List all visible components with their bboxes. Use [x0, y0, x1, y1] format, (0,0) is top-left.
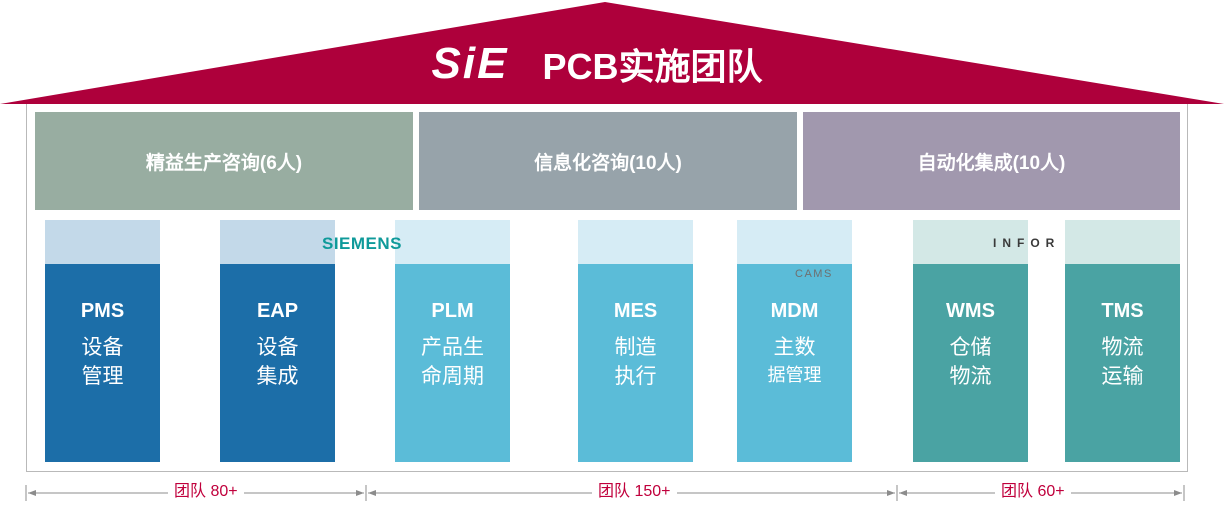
column-body: TMS 物流 运输	[1065, 264, 1180, 462]
system-code: PLM	[431, 300, 474, 322]
column-cap	[1065, 220, 1180, 264]
system-tms: TMS 物流 运输	[1065, 220, 1180, 462]
system-wms: WMS 仓储 物流	[913, 220, 1028, 462]
team-size-it: 团队 150+	[592, 480, 677, 504]
system-code: TMS	[1101, 300, 1144, 322]
system-pms: PMS 设备 管理	[45, 220, 160, 462]
column-cap	[578, 220, 693, 264]
system-desc: 设备 管理	[81, 336, 124, 388]
category-label: 信息化咨询(10人)	[534, 152, 682, 174]
system-code: MES	[613, 300, 658, 322]
team-span-arrows	[25, 485, 1185, 501]
system-desc: 设备 集成	[256, 336, 299, 388]
category-it-consulting: 信息化咨询(10人)	[419, 112, 797, 210]
header-title: SiE PCB实施团队	[0, 36, 1224, 92]
column-cap	[913, 220, 1028, 264]
system-code: MDM	[770, 300, 819, 322]
system-desc: 制造 执行	[614, 336, 657, 388]
system-code: PMS	[80, 300, 125, 322]
house-frame	[26, 104, 1188, 472]
column-cap	[395, 220, 510, 264]
system-code: WMS	[946, 300, 995, 322]
column-body: PLM 产品生 命周期	[395, 264, 510, 462]
system-desc: 产品生 命周期	[421, 336, 484, 388]
column-cap	[45, 220, 160, 264]
column-body: WMS 仓储 物流	[913, 264, 1028, 462]
team-size-automation: 团队 60+	[995, 480, 1071, 504]
category-label: 精益生产咨询(6人)	[145, 152, 303, 174]
column-cap	[220, 220, 335, 264]
column-body: PMS 设备 管理	[45, 264, 160, 462]
system-code: EAP	[256, 300, 299, 322]
column-body: EAP 设备 集成	[220, 264, 335, 462]
page-title: PCB实施团队	[542, 46, 763, 87]
roof	[0, 2, 1224, 104]
cams-logo: CAMS	[795, 268, 833, 280]
category-lean-consulting: 精益生产咨询(6人)	[35, 112, 413, 210]
column-body: MDM 主数 据管理	[737, 264, 852, 462]
sie-logo: SiE	[431, 39, 509, 88]
category-label: 自动化集成(10人)	[917, 152, 1066, 174]
system-mdm: MDM 主数 据管理	[737, 220, 852, 462]
siemens-logo: SIEMENS	[322, 234, 403, 253]
system-plm: PLM 产品生 命周期	[395, 220, 510, 462]
system-desc-secondary: 据管理	[767, 365, 822, 385]
column-cap	[737, 220, 852, 264]
infor-logo: INFOR	[993, 236, 1061, 250]
column-body: MES 制造 执行	[578, 264, 693, 462]
system-mes: MES 制造 执行	[578, 220, 693, 462]
system-desc: 主数	[773, 336, 816, 359]
system-desc: 仓储 物流	[949, 336, 992, 388]
system-eap: EAP 设备 集成	[220, 220, 335, 462]
system-desc: 物流 运输	[1101, 336, 1144, 388]
category-automation-integration: 自动化集成(10人)	[803, 112, 1180, 210]
team-size-lean: 团队 80+	[168, 480, 244, 504]
